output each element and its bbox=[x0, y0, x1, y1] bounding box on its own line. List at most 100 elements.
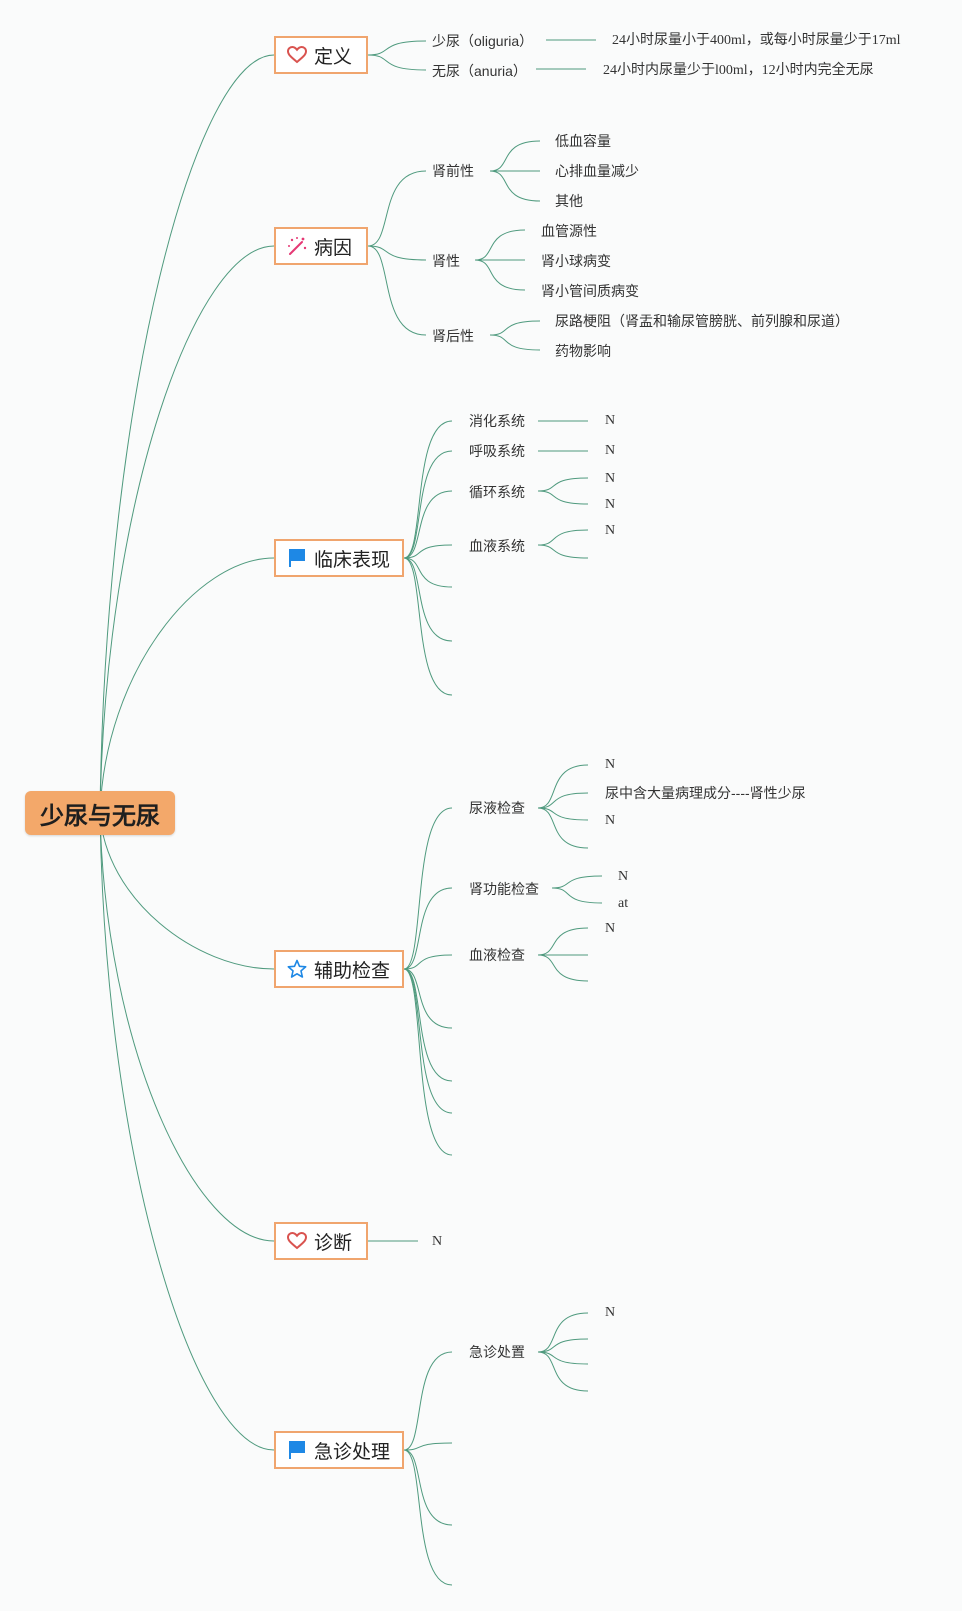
node-leaf[interactable]: N bbox=[605, 757, 616, 772]
node-prerenal-item[interactable]: 其他 bbox=[555, 193, 583, 209]
connector-line bbox=[403, 887, 453, 970]
node-prerenal-item[interactable]: 心排血量减少 bbox=[555, 163, 639, 179]
flag-icon bbox=[286, 547, 308, 569]
connector-line bbox=[403, 557, 453, 696]
connector-line bbox=[403, 1449, 453, 1586]
connector-line bbox=[537, 490, 589, 505]
topic-etiology[interactable]: 病因 bbox=[274, 227, 368, 265]
node-leaf[interactable]: N bbox=[605, 443, 616, 458]
connector-line bbox=[403, 420, 453, 559]
connector-line bbox=[537, 954, 589, 982]
topic-definition-label: 定义 bbox=[314, 46, 353, 68]
topic-clinical-manifestations[interactable]: 临床表现 bbox=[274, 539, 404, 577]
connector-line bbox=[403, 1449, 453, 1526]
node-leaf[interactable]: N bbox=[605, 523, 616, 538]
heart-icon bbox=[286, 44, 308, 66]
connector-line bbox=[489, 140, 541, 172]
topic-emergency-label: 急诊处理 bbox=[314, 1441, 391, 1463]
node-anuria[interactable]: 无尿（anuria） bbox=[432, 63, 527, 79]
connector-line bbox=[99, 812, 275, 970]
connector-line bbox=[403, 490, 453, 559]
connector-line bbox=[403, 968, 453, 1082]
connector-line bbox=[99, 557, 275, 814]
node-prerenal-item[interactable]: 低血容量 bbox=[555, 133, 611, 149]
connector-line bbox=[99, 245, 275, 814]
heart-icon bbox=[286, 1230, 308, 1252]
connector-line bbox=[367, 170, 427, 247]
topic-diagnosis[interactable]: 诊断 bbox=[274, 1222, 368, 1260]
node-urine-finding[interactable]: 尿中含大量病理成分----肾性少尿 bbox=[605, 785, 806, 801]
node-circulatory-system[interactable]: 循环系统 bbox=[469, 484, 525, 500]
node-emergency-treatment[interactable]: 急诊处置 bbox=[469, 1344, 525, 1360]
node-leaf[interactable]: N bbox=[432, 1234, 443, 1249]
node-prerenal[interactable]: 肾前性 bbox=[432, 163, 474, 179]
node-urine-test[interactable]: 尿液检查 bbox=[469, 800, 525, 816]
connector-line bbox=[537, 529, 589, 546]
node-anuria-detail[interactable]: 24小时内尿量少于l00ml，12小时内完全无尿 bbox=[603, 63, 874, 78]
connector-line bbox=[537, 764, 589, 809]
node-leaf[interactable]: N bbox=[605, 1305, 616, 1320]
connector-line bbox=[99, 812, 275, 1451]
node-postrenal-item[interactable]: 尿路梗阻（肾盂和输尿管膀胱、前列腺和尿道） bbox=[555, 313, 849, 329]
connector-line bbox=[551, 887, 603, 904]
connector-line bbox=[489, 170, 541, 202]
flag-icon bbox=[286, 1439, 308, 1461]
node-renal-item[interactable]: 血管源性 bbox=[541, 223, 597, 239]
magic-wand-icon bbox=[286, 235, 308, 257]
connector-line bbox=[537, 1338, 589, 1353]
connector-line bbox=[403, 954, 453, 970]
connector-line bbox=[537, 807, 589, 849]
connector-line bbox=[367, 40, 427, 56]
node-renal-item[interactable]: 肾小球病变 bbox=[541, 253, 611, 269]
node-postrenal-item[interactable]: 药物影响 bbox=[555, 343, 611, 359]
connector-line bbox=[551, 875, 603, 889]
connector-line bbox=[367, 245, 427, 336]
connector-line bbox=[474, 259, 526, 291]
node-leaf[interactable]: N bbox=[605, 413, 616, 428]
node-renal-function-test[interactable]: 肾功能检查 bbox=[469, 881, 539, 897]
node-leaf[interactable]: N bbox=[618, 869, 629, 884]
connector-line bbox=[489, 334, 541, 351]
root-topic[interactable]: 少尿与无尿 bbox=[25, 791, 175, 835]
topic-etiology-label: 病因 bbox=[314, 237, 353, 259]
topic-clinical-label: 临床表现 bbox=[314, 549, 391, 571]
connector-line bbox=[537, 1351, 589, 1365]
connector-line bbox=[537, 1312, 589, 1353]
node-leaf[interactable]: N bbox=[605, 921, 616, 936]
topic-auxiliary-exams[interactable]: 辅助检查 bbox=[274, 950, 404, 988]
connector-line bbox=[537, 792, 589, 809]
node-respiratory-system[interactable]: 呼吸系统 bbox=[469, 443, 525, 459]
node-leaf[interactable]: at bbox=[618, 896, 629, 911]
node-oliguria[interactable]: 少尿（oliguria） bbox=[432, 33, 534, 49]
connector-line bbox=[99, 54, 275, 814]
connector-line bbox=[367, 245, 427, 261]
connector-line bbox=[403, 968, 453, 1114]
node-postrenal[interactable]: 肾后性 bbox=[432, 328, 474, 344]
topic-definition[interactable]: 定义 bbox=[274, 36, 368, 74]
node-blood-test[interactable]: 血液检查 bbox=[469, 947, 525, 963]
node-renal-item[interactable]: 肾小管间质病变 bbox=[541, 283, 639, 299]
node-digestive-system[interactable]: 消化系统 bbox=[469, 413, 525, 429]
node-leaf[interactable]: N bbox=[605, 813, 616, 828]
topic-emergency-management[interactable]: 急诊处理 bbox=[274, 1431, 404, 1469]
connector-line bbox=[403, 450, 453, 559]
connector-line bbox=[403, 557, 453, 642]
node-blood-system[interactable]: 血液系统 bbox=[469, 538, 525, 554]
connector-line bbox=[537, 927, 589, 956]
node-renal[interactable]: 肾性 bbox=[432, 253, 460, 269]
node-leaf[interactable]: N bbox=[605, 497, 616, 512]
connector-line bbox=[474, 229, 526, 261]
connector-line bbox=[489, 320, 541, 336]
node-leaf[interactable]: N bbox=[605, 471, 616, 486]
connector-line bbox=[537, 1351, 589, 1392]
connector-line bbox=[367, 54, 427, 71]
connector-line bbox=[403, 1442, 453, 1451]
connector-line bbox=[403, 544, 453, 559]
connector-line bbox=[403, 807, 453, 970]
root-topic-label: 少尿与无尿 bbox=[40, 802, 160, 830]
topic-diagnosis-label: 诊断 bbox=[314, 1232, 353, 1254]
node-oliguria-detail[interactable]: 24小时尿量小于400ml，或每小时尿量少于17ml bbox=[612, 33, 901, 48]
connector-line bbox=[403, 1351, 453, 1451]
connector-line bbox=[537, 544, 589, 559]
